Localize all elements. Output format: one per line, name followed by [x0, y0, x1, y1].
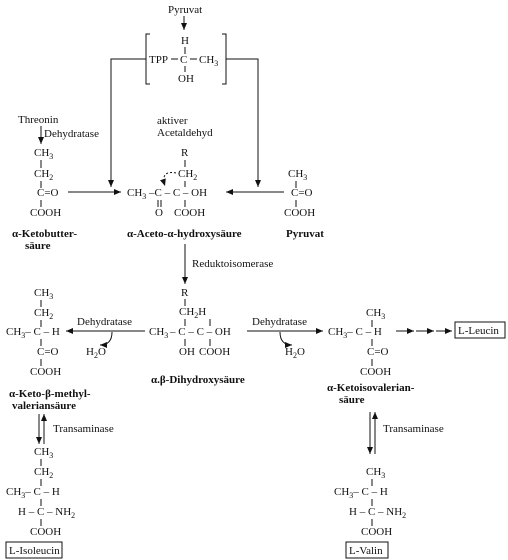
valin-name: L-Valin — [349, 545, 383, 557]
ca-r: R — [181, 147, 189, 159]
threonin-label: Threonin — [18, 114, 59, 126]
arrow-tpp-to-right — [226, 58, 261, 187]
arrow-tpp-to-left — [108, 58, 146, 187]
tpp-oh: OH — [178, 73, 194, 85]
ca-o: O — [155, 207, 163, 219]
cm-ch3: CH3 — [149, 326, 168, 340]
rm-row: CH3– C – H — [328, 326, 382, 340]
ca-cooh: COOH — [174, 207, 205, 219]
cm-cooh: COOH — [199, 346, 230, 358]
val-h-c-nh2: H – C – NH2 — [349, 506, 406, 520]
pyr-ch3: CH3 — [288, 168, 307, 182]
valin-box — [345, 541, 389, 559]
leucin-box — [454, 321, 506, 339]
val-ch3-top: CH3 — [366, 466, 385, 480]
lm-row: CH3– C – H — [6, 326, 60, 340]
lm-water-arrow — [99, 331, 113, 348]
cm-ch2h: CH2H — [179, 306, 206, 320]
ile-cooh: COOH — [30, 526, 61, 538]
ile-row: CH3– C – H — [6, 486, 60, 500]
aktiver-line2: Acetaldehyd — [157, 127, 213, 139]
lm-ch2: CH2 — [34, 307, 53, 321]
pyr-c-eq-o: C=O — [291, 187, 313, 199]
reduktoisomerase-label: Reduktoisomerase — [192, 258, 273, 270]
ca-ch2: CH2 — [178, 168, 197, 182]
top-pyruvat-label: Pyruvat — [168, 4, 202, 16]
tpp-c: C — [180, 54, 187, 66]
bracket-right — [222, 33, 227, 85]
ile-ch3-top: CH3 — [34, 446, 53, 460]
rm-water-arrow — [279, 331, 293, 348]
lm-name-1: α-Keto-β-methyl- — [9, 388, 91, 400]
val-row: CH3– C – H — [334, 486, 388, 500]
lm-name-2: valeriansäure — [12, 400, 76, 412]
transaminase-left-label: Transaminase — [53, 423, 114, 435]
cm-r: R — [181, 287, 189, 299]
rm-ch3-top: CH3 — [366, 307, 385, 321]
rm-water: H2O — [285, 346, 305, 360]
ca-ch3: CH3 — [127, 187, 146, 201]
lm-water: H2O — [86, 346, 106, 360]
isoleucin-name: L-Isoleucin — [9, 545, 60, 557]
cm-name: α.β-Dihydroxysäure — [151, 374, 245, 386]
kb-ch3: CH3 — [34, 147, 53, 161]
leucin-label: L-Leucin — [458, 325, 499, 337]
lm-c-eq-o: C=O — [37, 346, 59, 358]
pyr-cooh: COOH — [284, 207, 315, 219]
threonin-enzyme: Dehydratase — [44, 128, 99, 140]
ca-dashed-arrow — [160, 172, 177, 187]
val-cooh: COOH — [361, 526, 392, 538]
pyr-name: Pyruvat — [286, 228, 324, 240]
kb-ch2: CH2 — [34, 168, 53, 182]
tpp-h: H — [181, 35, 189, 47]
rm-enzyme: Dehydratase — [252, 316, 307, 328]
kb-cooh: COOH — [30, 207, 61, 219]
transaminase-right-label: Transaminase — [383, 423, 444, 435]
ca-name: α-Aceto-α-hydroxysäure — [127, 228, 242, 240]
ca-row: –C – C – OH — [148, 187, 207, 199]
lm-cooh: COOH — [30, 366, 61, 378]
ile-ch2: CH2 — [34, 466, 53, 480]
tpp-ch3: CH3 — [199, 54, 218, 68]
rm-cooh: COOH — [360, 366, 391, 378]
kb-name-1: α-Ketobutter- — [12, 228, 77, 240]
kb-name-2: säure — [25, 240, 51, 252]
kb-c-eq-o: C=O — [37, 187, 59, 199]
cm-row: – C – C – OH — [169, 326, 231, 338]
rm-name-2: säure — [339, 394, 365, 406]
isoleucin-box — [5, 541, 63, 559]
ile-h-c-nh2: H – C – NH2 — [18, 506, 75, 520]
lm-enzyme: Dehydratase — [77, 316, 132, 328]
rm-c-eq-o: C=O — [367, 346, 389, 358]
lm-ch3-top: CH3 — [34, 287, 53, 301]
cm-oh: OH — [179, 346, 195, 358]
aktiver-line1: aktiver — [157, 115, 188, 127]
tpp-label: TPP — [149, 54, 168, 66]
rm-name-1: α-Ketoisovalerian- — [327, 382, 415, 394]
